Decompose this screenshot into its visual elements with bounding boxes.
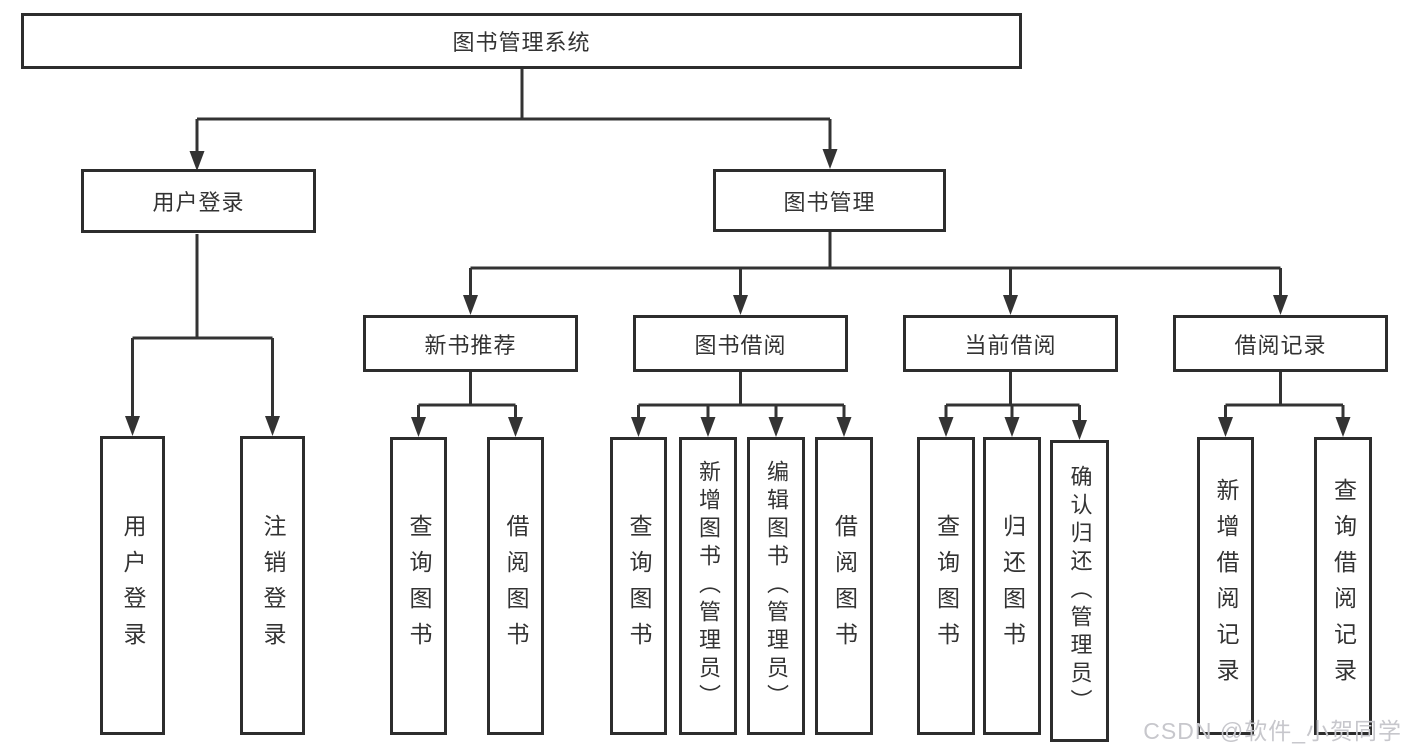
leaf-label: 借阅图书 xyxy=(831,514,858,658)
leaf-label: 新增借阅记录 xyxy=(1213,478,1239,694)
node-label: 图书管理系统 xyxy=(452,30,591,55)
leaf-add-books-admin: 新增图书（管理员） xyxy=(679,437,737,735)
leaf-query-borrow-record: 查询借阅记录 xyxy=(1314,437,1372,735)
node-label: 图书借阅 xyxy=(694,332,787,358)
node-book-borrowing: 图书借阅 xyxy=(633,315,848,372)
leaf-label: 归还图书 xyxy=(999,514,1026,658)
leaf-edit-books-admin: 编辑图书（管理员） xyxy=(747,437,805,735)
node-label: 用户登录 xyxy=(152,190,245,215)
leaf-label: 用户登录 xyxy=(120,513,146,658)
node-label: 图书管理 xyxy=(783,189,876,215)
node-label: 新书推荐 xyxy=(424,332,517,358)
node-current-borrowing: 当前借阅 xyxy=(903,315,1118,372)
node-label: 当前借阅 xyxy=(964,332,1057,358)
leaf-add-borrow-record: 新增借阅记录 xyxy=(1197,437,1254,735)
node-library-management-system: 图书管理系统 xyxy=(21,13,1022,69)
node-borrowing-records: 借阅记录 xyxy=(1173,315,1388,372)
leaf-label: 借阅图书 xyxy=(503,514,529,658)
leaf-label: 查询图书 xyxy=(626,514,652,658)
leaf-query-books-newbook: 查询图书 xyxy=(390,437,447,735)
leaf-label: 查询图书 xyxy=(933,514,960,658)
leaf-label: 查询借阅记录 xyxy=(1330,478,1357,694)
leaf-borrow-books-borrowing: 借阅图书 xyxy=(815,437,873,735)
leaf-label: 编辑图书（管理员） xyxy=(764,460,789,712)
leaf-label: 查询图书 xyxy=(406,514,432,658)
leaf-label: 注销登录 xyxy=(260,513,286,658)
node-new-book-recommendation: 新书推荐 xyxy=(363,315,578,372)
leaf-borrow-books-newbook: 借阅图书 xyxy=(487,437,544,735)
csdn-watermark: CSDN @软件_小贺同学 xyxy=(1143,718,1402,744)
leaf-query-books-current: 查询图书 xyxy=(917,437,975,735)
leaf-return-books: 归还图书 xyxy=(983,437,1041,735)
leaf-label: 新增图书（管理员） xyxy=(696,460,721,712)
node-book-management: 图书管理 xyxy=(713,169,946,232)
leaf-confirm-return-admin: 确认归还（管理员） xyxy=(1050,440,1109,742)
leaf-query-books-borrowing: 查询图书 xyxy=(610,437,667,735)
node-user-login: 用户登录 xyxy=(81,169,316,233)
leaf-label: 确认归还（管理员） xyxy=(1067,465,1093,717)
leaf-user-login: 用户登录 xyxy=(100,436,165,735)
node-label: 借阅记录 xyxy=(1234,332,1327,358)
leaf-logout: 注销登录 xyxy=(240,436,305,735)
